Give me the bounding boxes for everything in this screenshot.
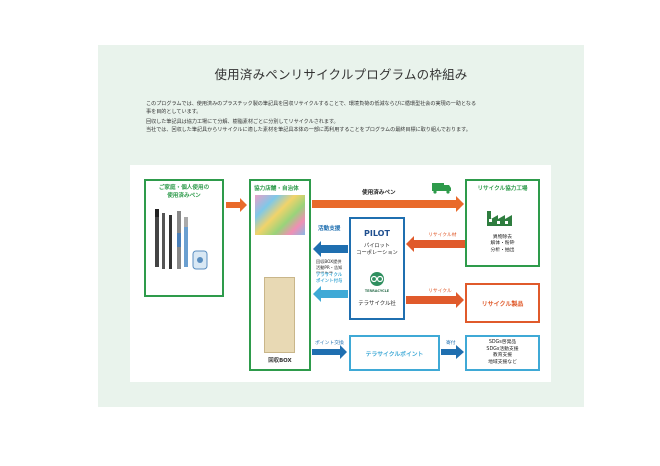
pilot-name: パイロット コーポレーション [356,243,398,256]
arrow-terracycle-points [313,286,348,302]
pilot-terracycle-box: PILOT パイロット コーポレーション TERRACYCLE テラサイクル社 [349,217,405,320]
terracycle-points-label: テラサイクルポイント [365,352,424,358]
intro-line-3: 回収した筆記具は協力工場にて分解、樹脂素材ごとに分別してリサイクルされます。 [146,118,339,125]
collection-box-photo [264,277,295,353]
arrow-activity-support [313,241,348,257]
arrow-recycle [406,292,464,308]
recycled-material-label: リサイクル材 [428,233,457,238]
pens-illustration [155,209,208,270]
recycled-products-box: リサイクル製品 [465,283,540,323]
arrow-donation [441,345,464,359]
donation-label: 寄付 [446,341,456,346]
household-box: ご家庭・個人使用の 使用済みペン [144,179,224,297]
framework-diagram: ご家庭・個人使用の 使用済みペン 協力店舗・自治体 回収BOX [130,165,551,382]
arrow-household-to-stores [226,198,247,212]
pen-icon [155,209,208,270]
terracycle-logo-icon [370,272,384,286]
collection-box-label: 回収BOX [268,358,292,364]
collected-pens-photo [255,195,305,235]
intro-line-4: 当社では、回収した筆記具からリサイクルに適した素材を筆記具本体の一部に再利用する… [146,127,471,134]
terracycle-points-box: テラサイクルポイント [349,335,440,371]
terracycle-logo-text: TERRACYCLE [364,289,390,293]
intro-text: このプログラムでは、使用済みのプラスチック製の筆記具を回収リサイクルすることで、… [146,100,546,135]
content-panel: 使用済みペンリサイクルプログラムの枠組み このプログラムでは、使用済みのプラスチ… [98,45,584,407]
diagram-arrows [226,183,465,359]
stores-title: 協力店舗・自治体 [254,186,299,192]
recycled-products-label: リサイクル製品 [481,301,524,308]
arrow-recycled-material [406,236,465,252]
intro-line-2: 事を目的としています。 [146,109,202,116]
terracycle-name: テラサイクル社 [358,301,396,307]
intro-line-1: このプログラムでは、使用済みのプラスチック製の筆記具を回収リサイクルすることで、… [146,101,477,107]
activity-support-label: 活動支援 [318,226,341,232]
recycle-label: リサイクル [428,289,452,294]
donation-uses-box: SDGs啓発品 SDGs活動支援 教育支援 地域支援など [465,335,540,371]
page-title: 使用済みペンリサイクルプログラムの枠組み [214,67,468,82]
factory-title: リサイクル協力工場 [477,186,528,192]
arrow-point-exchange [312,345,347,359]
truck-icon [432,183,451,194]
stores-box: 協力店舗・自治体 回収BOX [249,179,311,371]
point-exchange-label: ポイント交換 [315,341,344,346]
factory-box: リサイクル協力工場 異物除去 解体・粉砕 分析・抽出 [465,179,540,267]
factory-tasks: 異物除去 解体・粉砕 分析・抽出 [490,235,515,253]
household-title: ご家庭・個人使用の 使用済みペン [158,185,210,199]
factory-icon [487,211,512,226]
used-pen-label: 使用済みペン [362,190,396,196]
donation-uses-list: SDGs啓発品 SDGs活動支援 教育支援 地域支援など [486,340,519,365]
pilot-logo: PILOT [364,229,390,238]
arrow-used-pen [312,196,464,212]
terracycle-points-arrow-label: テラサイクル ポイント付与 [316,273,343,285]
